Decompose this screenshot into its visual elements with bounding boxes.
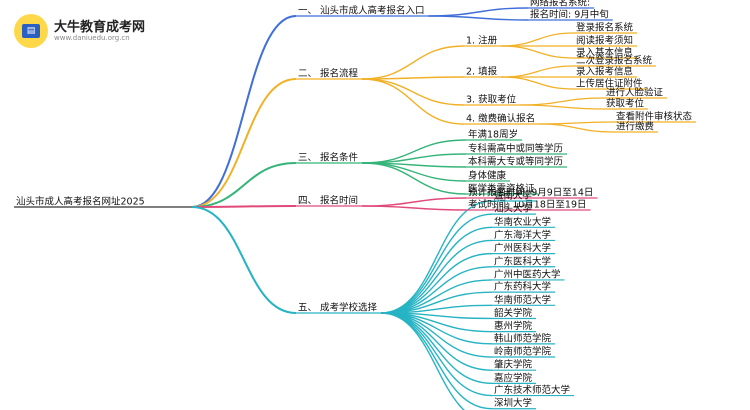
branch-3: 三、 报名条件 <box>298 152 359 164</box>
connector <box>191 78 297 208</box>
branch-5-item: 汕头大学 <box>494 203 532 215</box>
connector <box>381 312 493 410</box>
branch-2-item: 3. 获取考位 <box>466 94 517 106</box>
branch-2-subitem: 上传居住证附件 <box>576 78 643 90</box>
branch-2-subitem: 获取考位 <box>606 98 645 110</box>
branch-5-item: 广州中医药大学 <box>494 268 561 280</box>
branch-3-item: 年满18周岁 <box>468 129 518 141</box>
branch-2-subitem: 进行人脸验证 <box>606 87 664 99</box>
connector <box>539 123 615 133</box>
connector <box>362 162 467 195</box>
branch-3-item: 医学类需资格证 <box>468 183 535 195</box>
connector <box>381 312 493 397</box>
connector <box>362 205 467 211</box>
connector <box>362 139 467 164</box>
connector <box>381 226 493 314</box>
book-icon: ▤ <box>14 14 48 48</box>
connector <box>501 45 575 59</box>
branch-1-item: 报名时间: 9月中旬 <box>530 9 609 21</box>
branch-2-subitem: 查看附件审核状态 <box>616 111 693 123</box>
connector <box>362 78 465 125</box>
connector <box>381 312 465 410</box>
connector <box>381 279 493 314</box>
branch-2-item: 2. 填报 <box>466 66 498 78</box>
branch-1: 一、 汕头市成人高考报名入口 <box>298 5 425 17</box>
branch-5-item: 惠州学院 <box>494 320 533 332</box>
connector <box>428 15 529 21</box>
branch-2-subitem: 登录报名系统 <box>576 22 634 34</box>
branch-2: 二、 报名流程 <box>298 68 359 80</box>
branch-2-subitem: 录入报考信息 <box>576 66 633 78</box>
branch-4-item: 预计报名时间: 9月9日至14日 <box>468 187 593 199</box>
branch-5-item: 广东医科大学 <box>494 255 551 267</box>
branch-1-item: 网络报名系统: <box>530 0 590 9</box>
connector <box>362 45 465 80</box>
branch-2-subitem: 二次登录报名系统 <box>576 55 653 67</box>
root-node: 汕头市成人高考报名网址2025 <box>16 196 145 208</box>
connector <box>362 76 465 80</box>
branch-2-subitem: 阅读报考须知 <box>576 35 633 47</box>
branch-2-item: 1. 注册 <box>466 35 498 47</box>
connector <box>501 76 575 90</box>
connector <box>362 197 467 207</box>
connector <box>191 162 297 208</box>
branch-5-item: 肇庆学院 <box>494 359 533 371</box>
connector <box>428 7 529 17</box>
branch-2-subitem: 录入基本信息 <box>576 47 633 59</box>
branch-4: 四、 报名时间 <box>298 195 358 207</box>
branch-5-item: 广东药科大学 <box>494 281 551 293</box>
branch-5-item: 韶关学院 <box>494 307 533 319</box>
connector <box>191 15 297 208</box>
branch-2-subitem: 进行缴费 <box>616 121 654 133</box>
connector <box>381 312 493 385</box>
branch-5-item: 深圳大学 <box>494 397 532 409</box>
connector <box>191 206 297 314</box>
branch-5-item: 广东海洋大学 <box>494 229 551 241</box>
connector <box>520 97 605 106</box>
connector <box>539 121 615 125</box>
connector <box>501 32 575 47</box>
branch-5-item: 暨南大学 <box>494 189 532 201</box>
branch-5: 五、 成考学校选择 <box>298 302 378 314</box>
logo-url: www.daniuedu.org.cn <box>54 34 130 42</box>
branch-5-item: 华南师范大学 <box>494 294 551 306</box>
logo-title: 大牛教育成考网 <box>54 20 146 35</box>
branch-5-item: 韩山师范学院 <box>494 332 552 344</box>
branch-3-item: 专科需高中或同等学历 <box>468 143 563 155</box>
connector <box>381 312 493 358</box>
branch-5-item: 广东技术师范大学 <box>494 384 570 396</box>
branch-3-item: 本科需大专或等同学历 <box>468 156 563 168</box>
site-logo: ▤ 大牛教育成考网 www.daniuedu.org.cn <box>14 14 214 50</box>
branch-3-item: 身体健康 <box>468 170 507 182</box>
branch-2-item: 4. 缴费确认报名 <box>466 113 535 125</box>
connector <box>520 104 605 110</box>
branch-5-item: 广州医科大学 <box>494 242 551 254</box>
branch-5-item: 嘉应学院 <box>494 372 533 384</box>
connector <box>381 213 493 314</box>
connector <box>191 205 297 208</box>
branch-5-item: 岭南师范学院 <box>494 346 552 358</box>
connector <box>501 65 575 78</box>
branch-5-item: 华南农业大学 <box>494 216 551 228</box>
